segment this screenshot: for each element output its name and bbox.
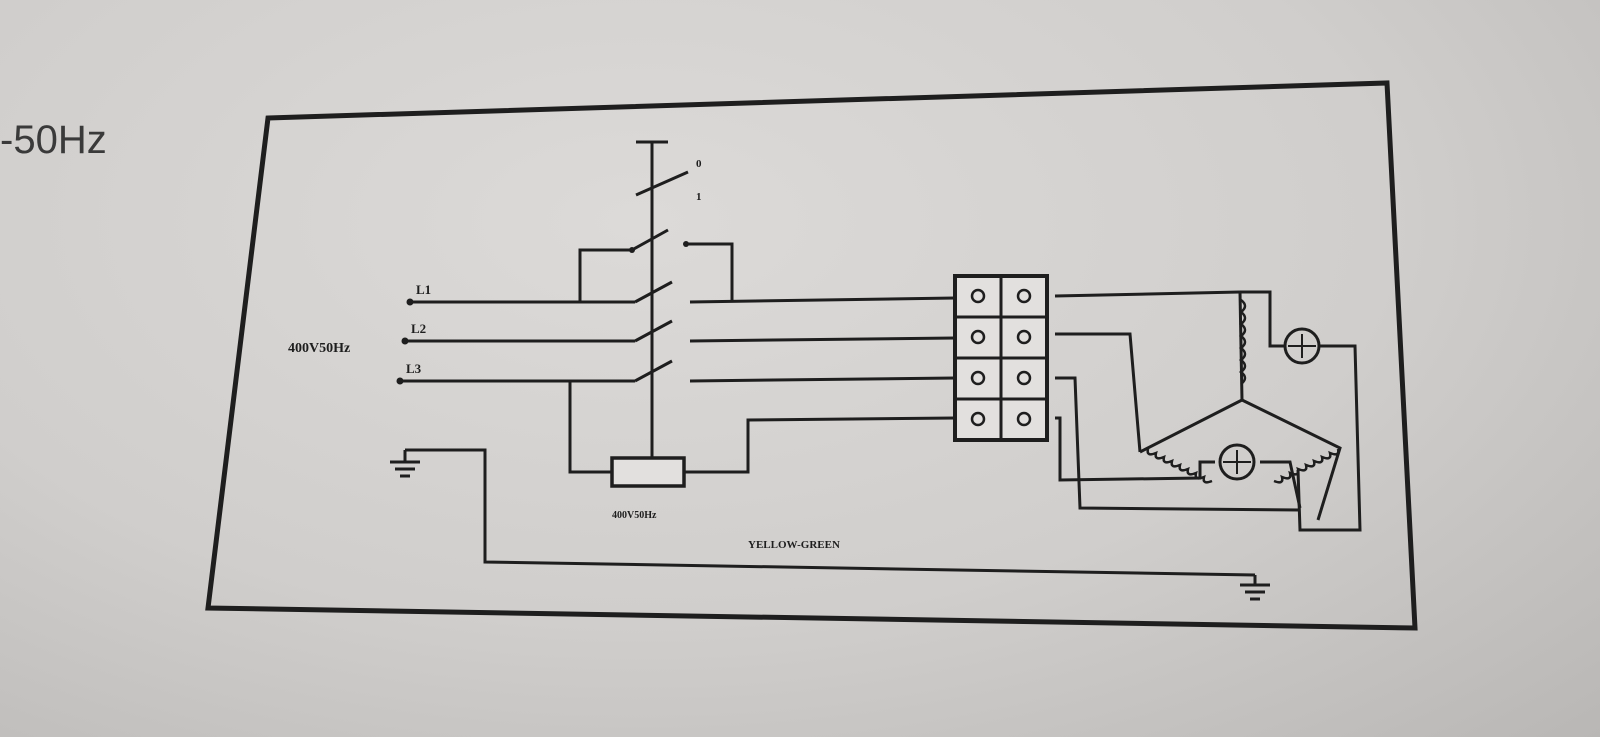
terminal-block xyxy=(953,274,1049,442)
ground-icon xyxy=(1240,575,1270,601)
frequency-heading: -50Hz xyxy=(0,118,107,162)
switch-position-on: 1 xyxy=(696,191,702,203)
motor-windings xyxy=(1146,299,1340,484)
contactor-coil xyxy=(610,456,686,488)
motor-capacitor-icon xyxy=(1283,327,1321,365)
coil-voltage-label: 400V50Hz xyxy=(612,510,657,521)
switch-position-off: 0 xyxy=(696,158,702,170)
supply-voltage-label: 400V50Hz xyxy=(288,341,350,356)
line-terminals xyxy=(396,241,689,385)
ground-icon xyxy=(390,450,420,478)
ground-wire-label: YELLOW-GREEN xyxy=(748,539,840,551)
line-label-l3: L3 xyxy=(406,361,422,376)
line-label-l1: L1 xyxy=(416,282,431,297)
diagram-frame xyxy=(205,80,1418,631)
circuit-lines xyxy=(400,140,1362,577)
line-label-l2: L2 xyxy=(411,321,426,336)
motor-capacitor-icon xyxy=(1218,443,1256,481)
